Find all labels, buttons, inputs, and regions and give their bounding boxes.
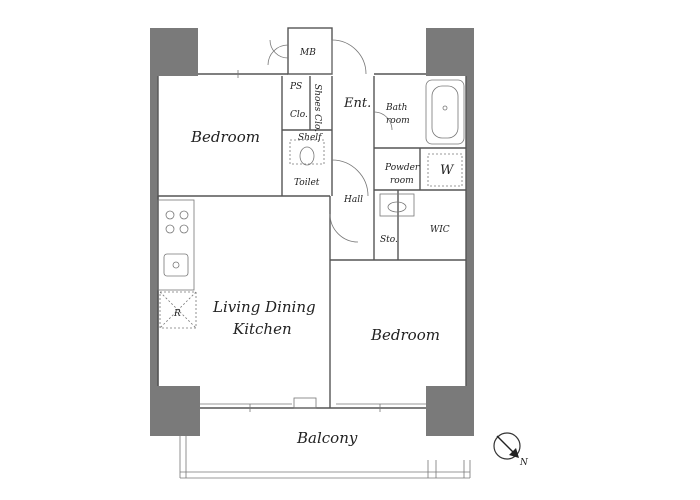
- label-wic: WIC: [430, 225, 450, 235]
- label-bath-1: Bath: [385, 103, 407, 113]
- label-powder-1: Powder: [384, 163, 420, 173]
- label-balcony: Balcony: [296, 429, 358, 447]
- room-labels: MB PS Clo. Shoes Clo. Ent. Bedroom Shelf…: [173, 48, 455, 447]
- label-ldk-2: Kitchen: [232, 320, 292, 338]
- label-bath-2: room: [386, 116, 410, 126]
- label-toilet: Toilet: [294, 178, 320, 188]
- label-clo: Clo.: [290, 110, 308, 120]
- label-washer: W: [440, 163, 455, 178]
- label-storage: Sto.: [380, 235, 398, 245]
- label-shelf: Shelf: [298, 133, 323, 143]
- interior-walls: [157, 76, 466, 409]
- label-mb: MB: [299, 48, 316, 58]
- north-label: N: [519, 458, 529, 468]
- toilet-fixture: [289, 139, 325, 166]
- label-shoes-clo: Shoes Clo.: [312, 84, 322, 132]
- door-swings: [329, 111, 393, 243]
- entrance-door: [331, 39, 367, 75]
- kitchen-counter: [157, 199, 195, 291]
- washer-space: [427, 153, 463, 187]
- label-entrance: Ent.: [343, 96, 371, 111]
- vanity-sink: [379, 193, 415, 217]
- label-ldk-1: Living Dining: [212, 298, 316, 316]
- bathtub: [425, 79, 465, 145]
- windows: [200, 70, 426, 412]
- structural-columns: [150, 28, 474, 436]
- refrigerator-space: [159, 291, 197, 329]
- label-bedroom-upper: Bedroom: [190, 128, 260, 146]
- label-hall: Hall: [343, 195, 363, 205]
- label-bedroom-lower: Bedroom: [370, 326, 440, 344]
- label-ps: PS: [289, 82, 302, 92]
- exterior-walls: [157, 73, 467, 409]
- north-arrow-icon: N: [493, 432, 529, 468]
- label-refrigerator: R: [173, 309, 181, 319]
- label-powder-2: room: [390, 176, 414, 186]
- balcony-railing: [179, 436, 471, 479]
